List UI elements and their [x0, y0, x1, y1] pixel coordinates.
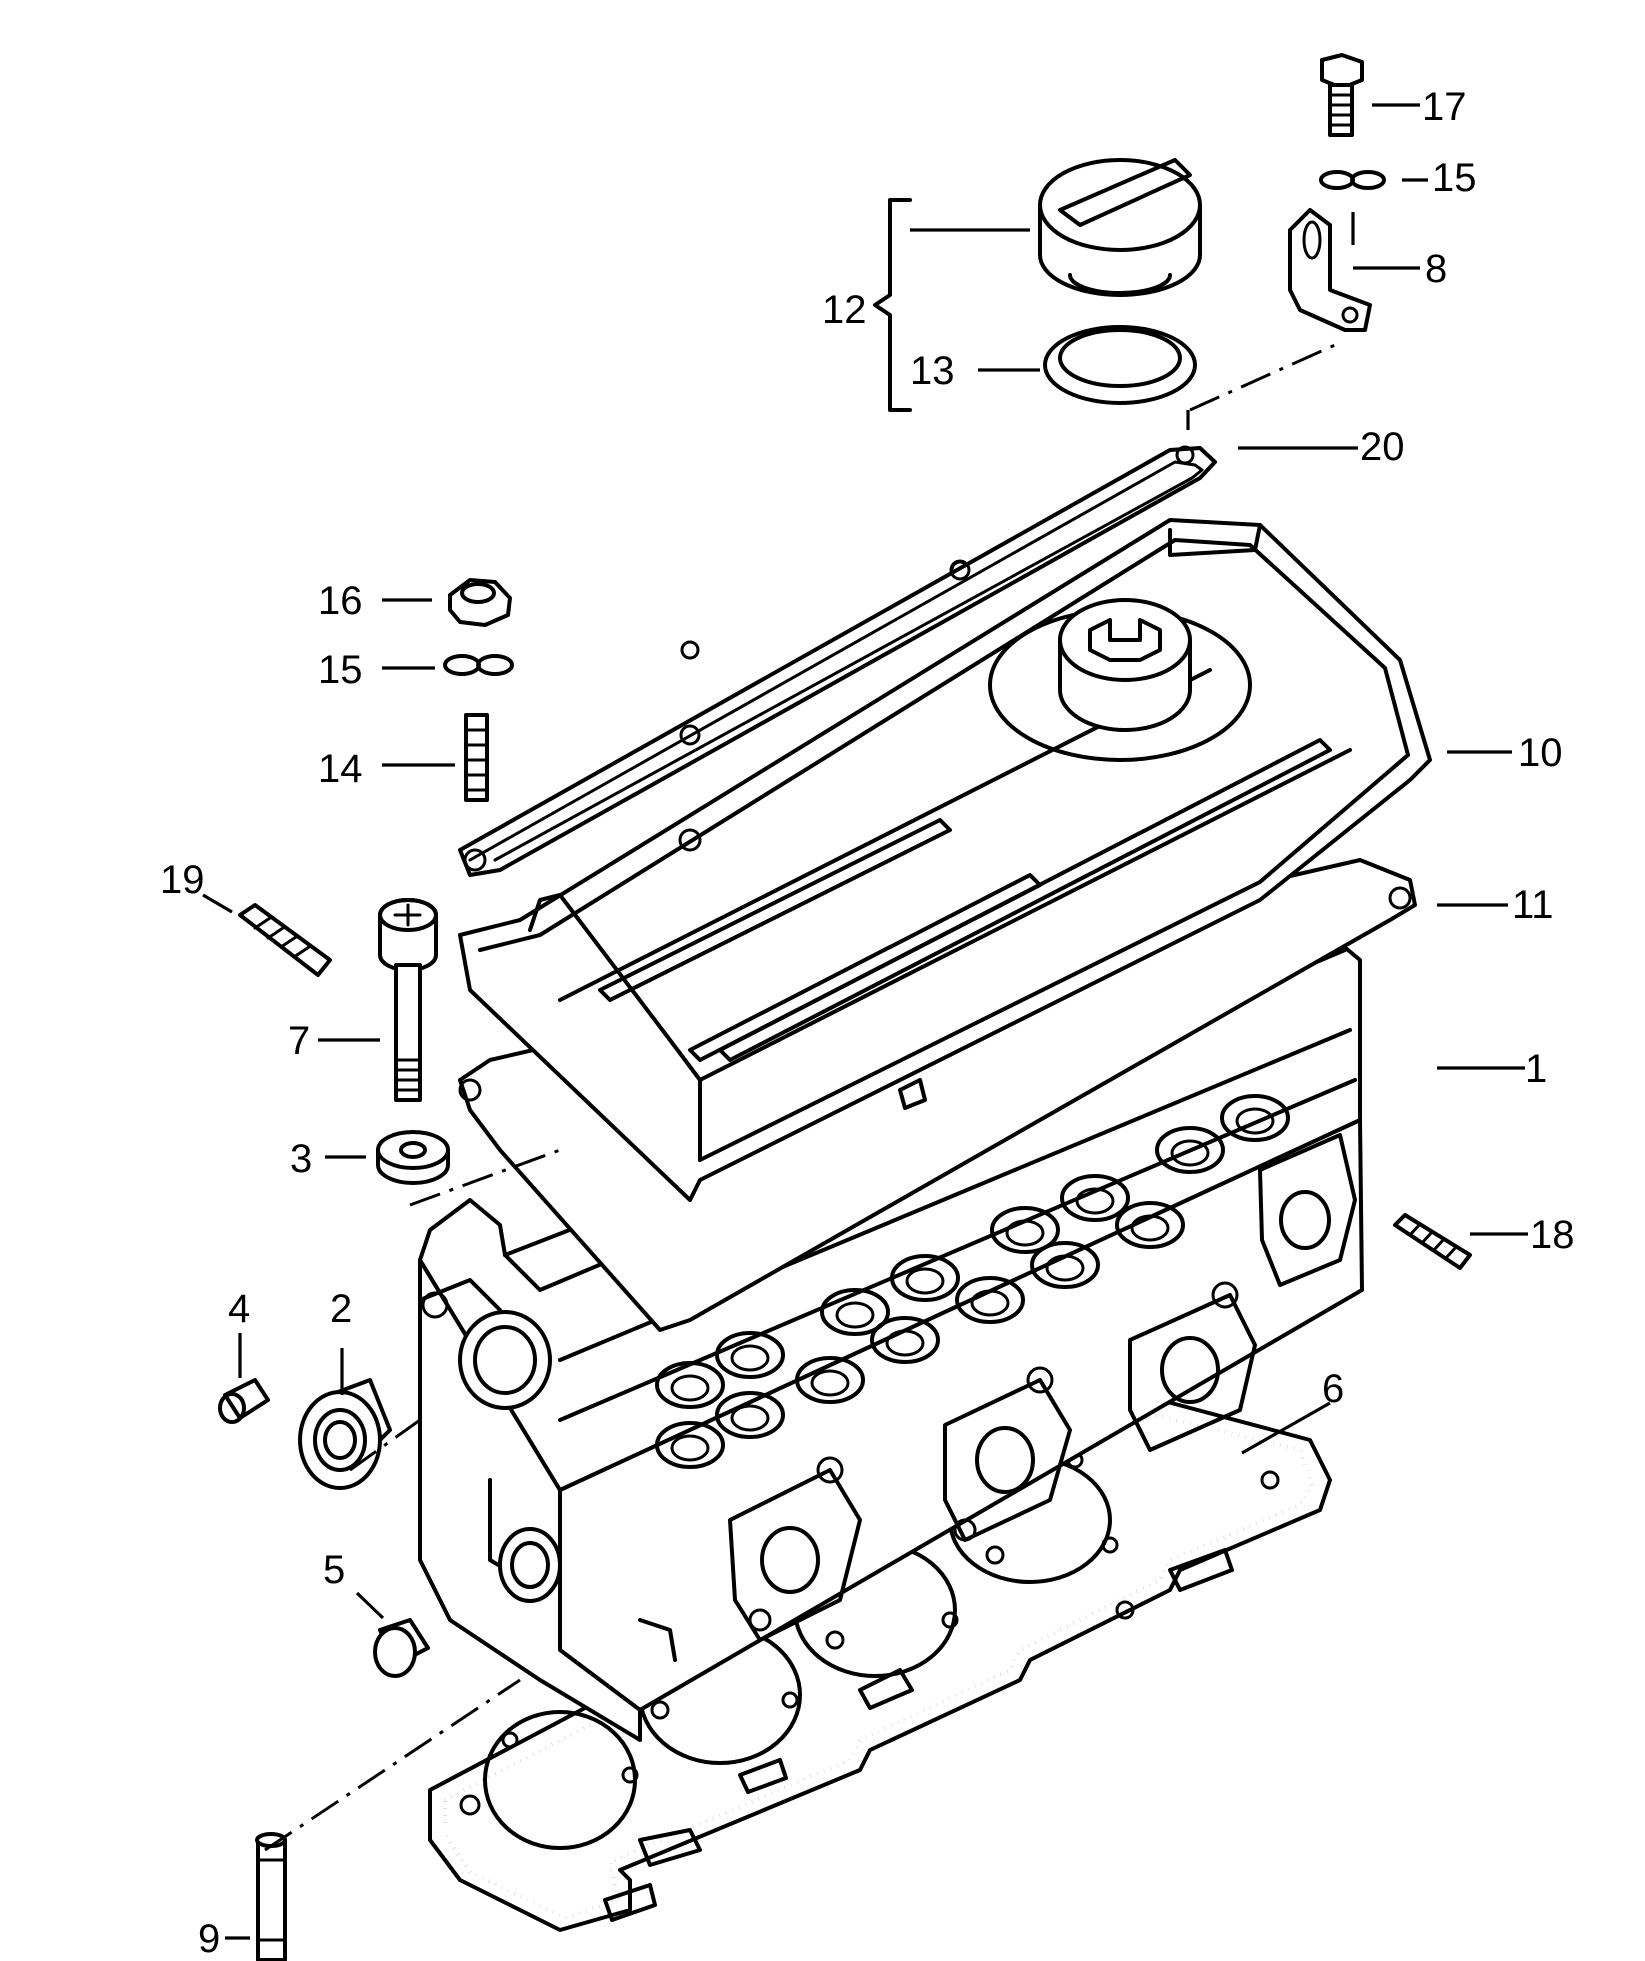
- callout-8: 8: [1425, 247, 1447, 291]
- callout-18: 18: [1530, 1213, 1575, 1257]
- callout-15-mid: 15: [318, 648, 363, 692]
- washer: [376, 1130, 450, 1185]
- bolt-17: [1320, 53, 1364, 137]
- callout-19: 19: [160, 858, 205, 902]
- cover-seal-strip: [458, 445, 1217, 877]
- stud-19: [238, 903, 332, 977]
- oil-filler-cap: [1038, 158, 1202, 297]
- callout-1: 1: [1525, 1047, 1547, 1091]
- callout-5: 5: [323, 1548, 345, 1592]
- callout-13: 13: [910, 349, 955, 393]
- callout-4: 4: [228, 1287, 250, 1331]
- plug-4: [218, 1378, 270, 1424]
- bracket: [1288, 208, 1372, 332]
- lock-washer-top: [1319, 170, 1386, 190]
- stud-14: [464, 713, 489, 802]
- callout-11: 11: [1512, 883, 1554, 927]
- callout-labels: 17 15 8 12 13 20 16 15 14 10 11 19 7 1 3…: [160, 85, 1575, 1961]
- callout-20: 20: [1360, 425, 1405, 469]
- callout-7: 7: [288, 1019, 310, 1063]
- head-end-port: [498, 1527, 562, 1603]
- oil-cap-seal: [1043, 325, 1197, 405]
- cylinder-head-cover: [458, 518, 1432, 1202]
- nut: [448, 578, 512, 627]
- lock-washer-mid: [443, 654, 514, 676]
- callout-9: 9: [198, 1917, 220, 1961]
- dowel-sleeve: [255, 1832, 287, 1961]
- callout-16: 16: [318, 579, 363, 623]
- plug-5: [373, 1618, 430, 1678]
- stud-18: [1393, 1213, 1472, 1270]
- callout-14: 14: [318, 747, 363, 791]
- callout-6: 6: [1322, 1367, 1344, 1411]
- callout-15-top: 15: [1432, 156, 1477, 200]
- callout-3: 3: [290, 1137, 312, 1181]
- assembly-axis-lines: [264, 343, 1336, 1852]
- leader-lines: [202, 103, 1528, 1940]
- callout-10: 10: [1518, 731, 1563, 775]
- head-bolt: [378, 898, 438, 1102]
- callout-2: 2: [330, 1287, 352, 1331]
- oil-seal: [298, 1378, 392, 1490]
- callout-12: 12: [822, 288, 867, 332]
- callout-17: 17: [1422, 85, 1467, 129]
- bracket-12-13: [873, 198, 912, 412]
